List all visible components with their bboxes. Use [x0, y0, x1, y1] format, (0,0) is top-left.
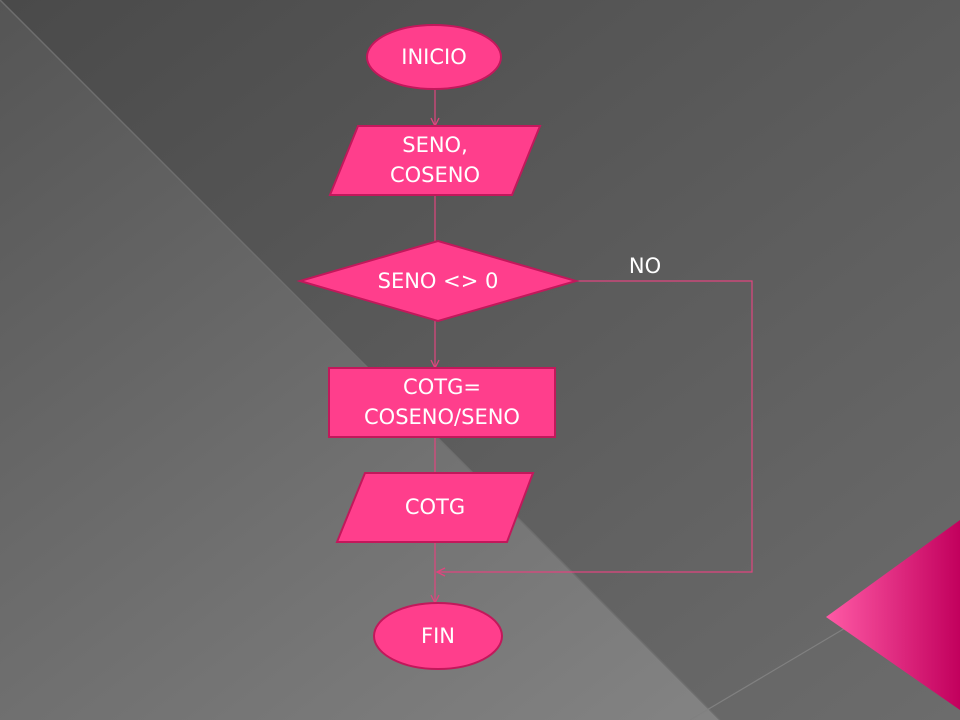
output-parallelogram-shape: [335, 472, 535, 543]
background-diagonal-line: [0, 0, 721, 720]
connector-no-branch: [437, 280, 753, 572]
end-label: FIN: [421, 624, 455, 648]
decision-diamond-shape: [296, 239, 580, 323]
input-label-line-1: SENO,: [402, 133, 468, 157]
output-label: COTG: [404, 495, 466, 519]
no-branch-label: NO: [628, 254, 662, 278]
input-label-line-2: COSENO: [389, 163, 481, 187]
end-terminator-shape: [373, 602, 503, 670]
start-label: INICIO: [401, 45, 467, 69]
pink-corner-triangle: [826, 520, 960, 710]
process-label-line-1: COTG=: [403, 375, 481, 399]
process-rectangle-shape: [328, 367, 556, 438]
start-terminator-shape: [366, 24, 502, 90]
process-label-line-2: COSENO/SENO: [364, 405, 520, 429]
decision-label: SENO <> 0: [377, 269, 499, 293]
input-parallelogram-shape: [328, 125, 542, 196]
